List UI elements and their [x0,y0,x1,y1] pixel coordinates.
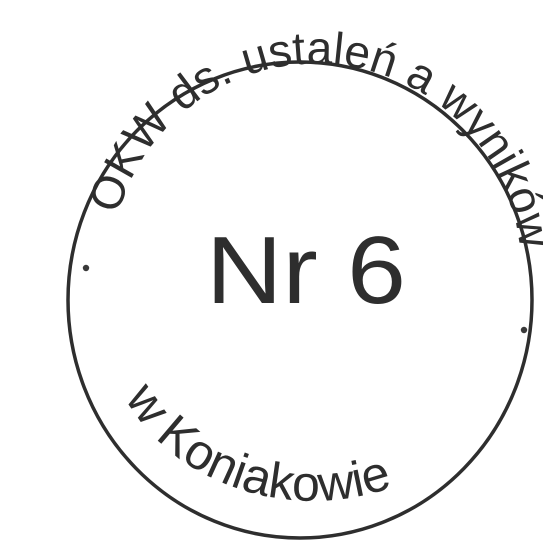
stamp-center-number: Nr 6 [206,217,406,324]
stamp-bottom-arc-text: w Koniakowie [115,372,397,513]
stamp-left-dot [82,264,90,272]
stamp-bottom-arc-textpath: w Koniakowie [115,372,397,513]
stamp-right-dot [520,326,528,334]
stamp-outer-ring [66,60,534,540]
